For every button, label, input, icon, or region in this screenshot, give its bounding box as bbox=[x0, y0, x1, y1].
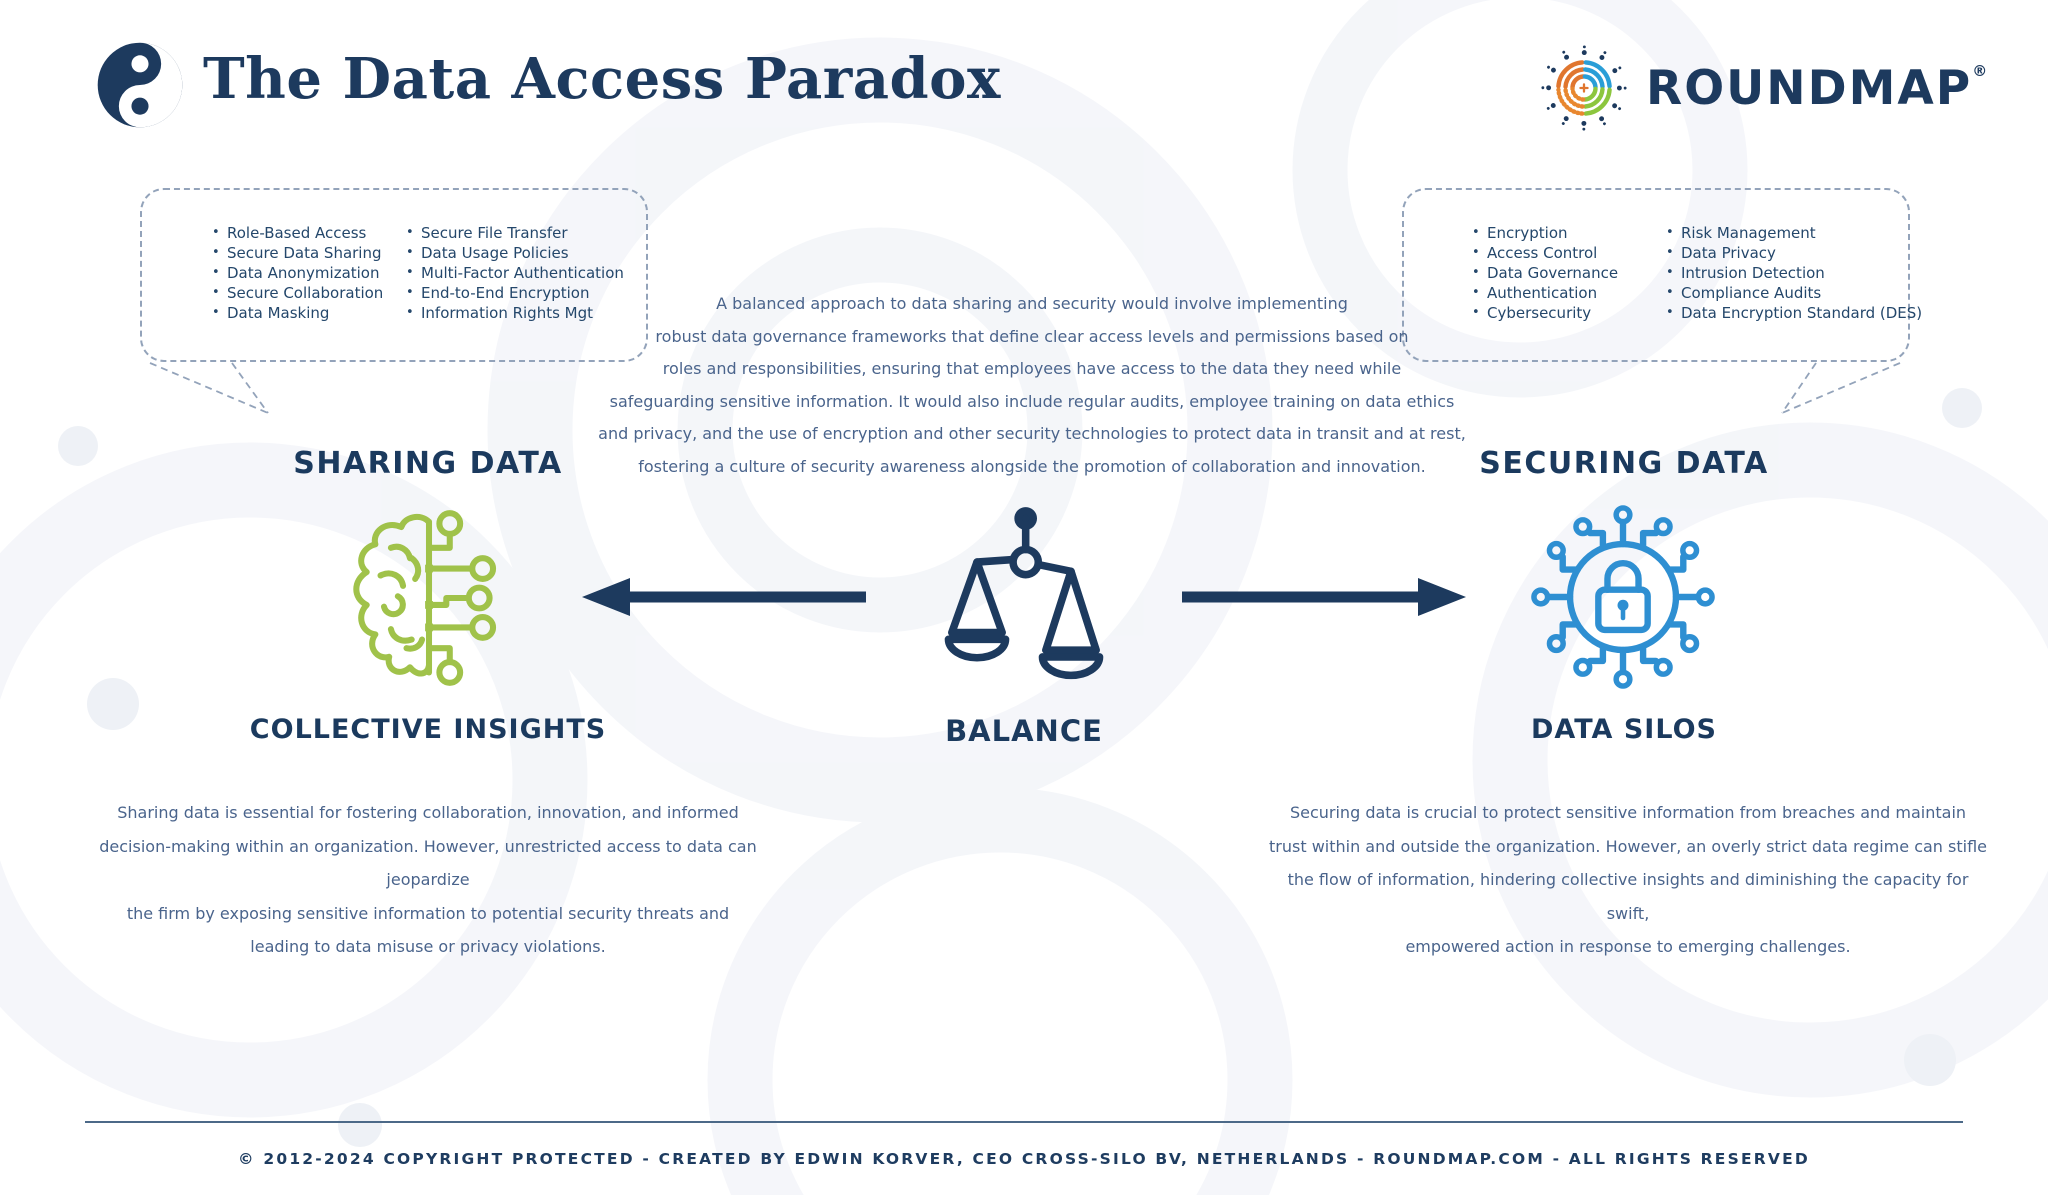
list-item: Risk Management bbox=[1666, 223, 1922, 243]
sharing-practices-bubble: Role-Based AccessSecure Data SharingData… bbox=[140, 188, 648, 362]
list-item: Cybersecurity bbox=[1472, 303, 1666, 323]
list-item: Multi-Factor Authentication bbox=[406, 263, 624, 283]
list-item: Secure File Transfer bbox=[406, 223, 624, 243]
sharing-practices-column-2: Secure File TransferData Usage PoliciesM… bbox=[406, 223, 624, 360]
scale-icon bbox=[944, 507, 1104, 680]
roundmap-icon bbox=[1541, 45, 1627, 131]
securing-data-heading: SECURING DATA bbox=[1479, 446, 1769, 481]
sharing-bubble-tail bbox=[149, 362, 269, 414]
brand-name: ROUNDMAP® bbox=[1646, 60, 1990, 116]
securing-practices-column-1: EncryptionAccess ControlData GovernanceA… bbox=[1472, 223, 1666, 360]
list-item: Data Governance bbox=[1472, 263, 1666, 283]
sharing-practices-column-1: Role-Based AccessSecure Data SharingData… bbox=[212, 223, 406, 360]
yin-yang-icon bbox=[97, 42, 183, 128]
securing-practices-bubble: EncryptionAccess ControlData GovernanceA… bbox=[1402, 188, 1922, 362]
list-item: Secure Data Sharing bbox=[212, 243, 406, 263]
registered-mark: ® bbox=[1972, 61, 1990, 80]
list-item: Access Control bbox=[1472, 243, 1666, 263]
brain-circuit-icon bbox=[353, 510, 497, 686]
securing-practices-column-2: Risk ManagementData PrivacyIntrusion Det… bbox=[1666, 223, 1922, 360]
sharing-description: Sharing data is essential for fostering … bbox=[99, 803, 757, 956]
list-item: End-to-End Encryption bbox=[406, 283, 624, 303]
list-item: Data Masking bbox=[212, 303, 406, 323]
list-item: Secure Collaboration bbox=[212, 283, 406, 303]
list-item: Data Anonymization bbox=[212, 263, 406, 283]
list-item: Information Rights Mgt bbox=[406, 303, 624, 323]
roundmap-logo: ROUNDMAP® bbox=[1538, 42, 1987, 134]
securing-description: Securing data is crucial to protect sens… bbox=[1269, 803, 1987, 956]
copyright-text: © 2012-2024 COPYRIGHT PROTECTED - CREATE… bbox=[238, 1150, 1810, 1168]
list-item: Compliance Audits bbox=[1666, 283, 1922, 303]
list-item: Data Usage Policies bbox=[406, 243, 624, 263]
right-arrow-icon bbox=[1182, 578, 1466, 616]
page-title: The Data Access Paradox bbox=[203, 46, 1001, 112]
list-item: Encryption bbox=[1472, 223, 1666, 243]
left-arrow-icon bbox=[582, 578, 866, 616]
lock-circuit-icon bbox=[1531, 505, 1715, 689]
data-silos-label: DATA SILOS bbox=[1531, 714, 1717, 745]
securing-bubble-tail bbox=[1781, 362, 1901, 414]
list-item: Authentication bbox=[1472, 283, 1666, 303]
sharing-data-heading: SHARING DATA bbox=[293, 446, 563, 481]
list-item: Data Privacy bbox=[1666, 243, 1922, 263]
list-item: Role-Based Access bbox=[212, 223, 406, 243]
collective-insights-label: COLLECTIVE INSIGHTS bbox=[249, 714, 607, 745]
balance-label: BALANCE bbox=[945, 714, 1103, 748]
balance-paragraph: A balanced approach to data sharing and … bbox=[598, 294, 1466, 476]
list-item: Data Encryption Standard (DES) bbox=[1666, 303, 1922, 323]
list-item: Intrusion Detection bbox=[1666, 263, 1922, 283]
footer-divider bbox=[85, 1121, 1963, 1123]
